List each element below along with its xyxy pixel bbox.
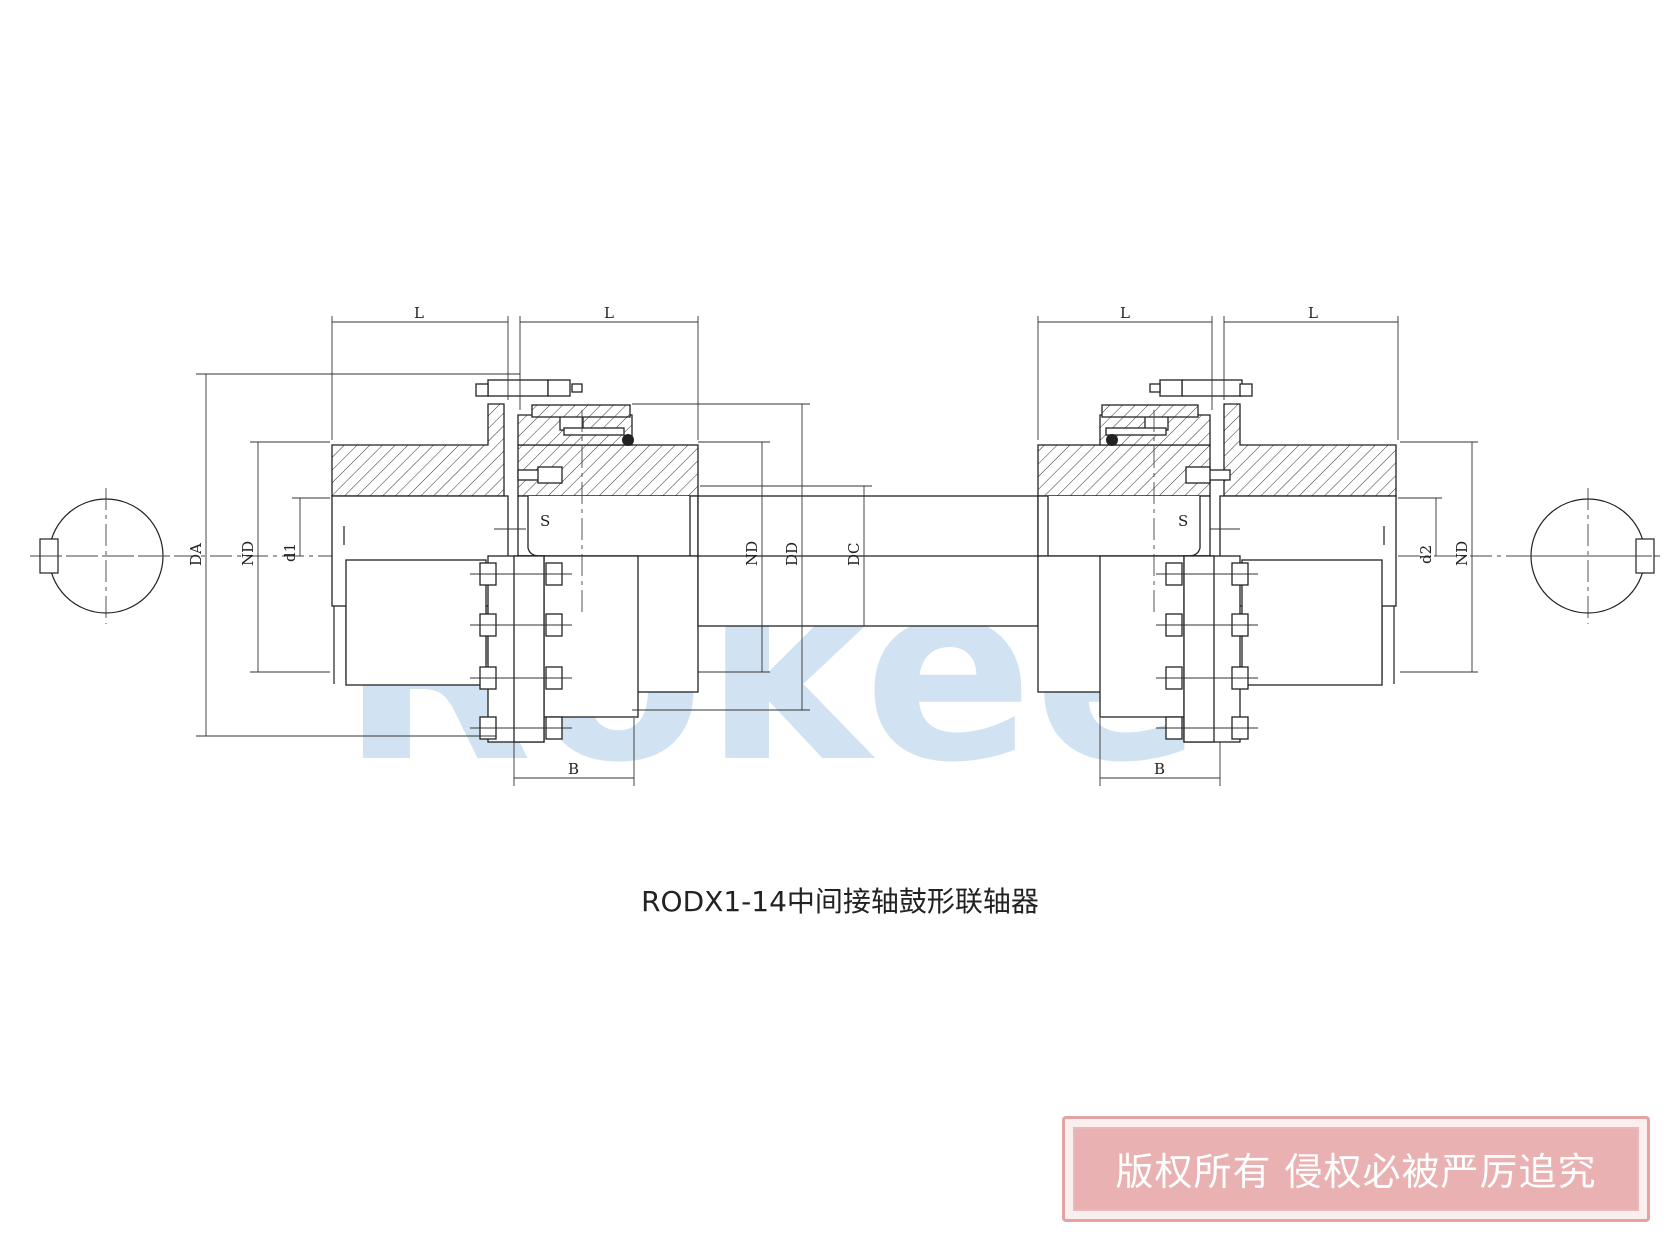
- copyright-stamp: 版权所有 侵权必被严厉追究: [1062, 1116, 1650, 1222]
- dim-label-DA: DA: [187, 543, 205, 566]
- dim-label-ND-right: ND: [1453, 541, 1471, 566]
- dim-label-B-right: B: [1154, 760, 1165, 778]
- dim-label-d2: d2: [1417, 545, 1435, 564]
- dimension-lines: [196, 316, 1478, 786]
- right-coupling: [1037, 379, 1397, 743]
- dim-label-d1: d1: [281, 543, 299, 562]
- left-coupling: [331, 379, 699, 743]
- dimension-labels: L L L L S S B B DA ND d1 ND DD DC d2 ND: [187, 304, 1471, 778]
- left-flange-bolts: [470, 562, 572, 740]
- dim-label-ND-middle: ND: [743, 541, 761, 566]
- dim-label-DD: DD: [783, 542, 801, 566]
- dim-label-S-left: S: [540, 512, 550, 530]
- right-flange-bolts: [1156, 562, 1258, 740]
- dim-label-B-left: B: [568, 760, 579, 778]
- intermediate-shaft: [697, 495, 1039, 627]
- dim-label-ND-left: ND: [239, 541, 257, 566]
- dim-label-DC: DC: [845, 542, 863, 566]
- dim-label-L-2: L: [604, 304, 614, 322]
- dim-label-L-1: L: [414, 304, 424, 322]
- drawing-caption: RODX1-14中间接轴鼓形联轴器: [641, 885, 1039, 918]
- right-shaft-end-view: [1522, 488, 1655, 624]
- dim-label-L-4: L: [1308, 304, 1318, 322]
- copyright-stamp-inner: [1073, 1127, 1639, 1211]
- left-shaft-end-view: [39, 488, 172, 624]
- copyright-stamp-text: 版权所有 侵权必被严厉追究: [1115, 1150, 1597, 1194]
- dim-label-L-3: L: [1120, 304, 1130, 322]
- dim-label-S-right: S: [1178, 512, 1188, 530]
